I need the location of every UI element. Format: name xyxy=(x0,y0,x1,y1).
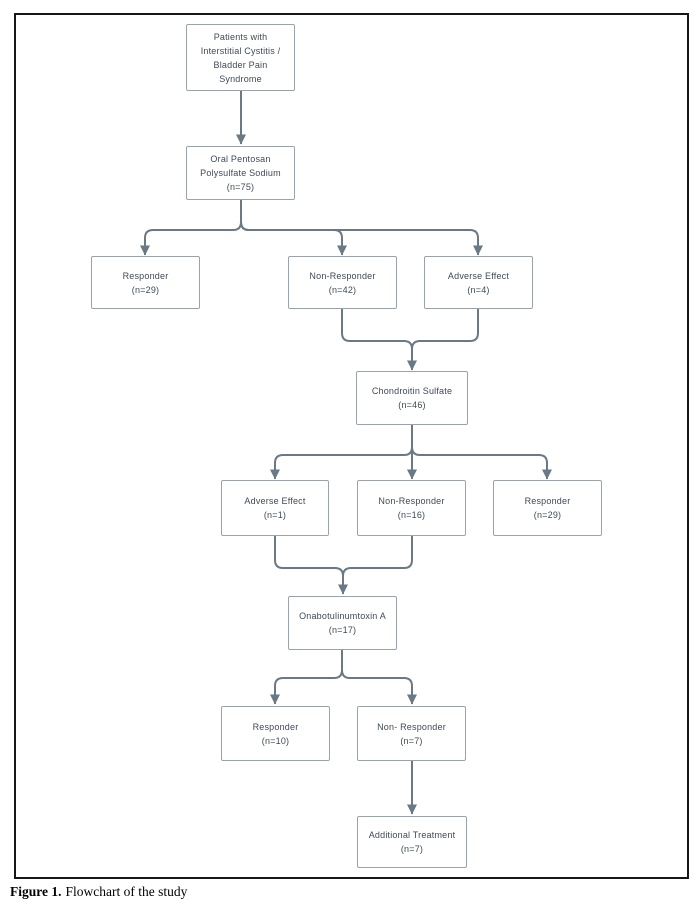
node-count: (n=42) xyxy=(328,284,357,295)
connector-nonresponder-to-merge1 xyxy=(341,309,413,350)
figure-caption: Figure 1.Flowchart of the study xyxy=(10,884,187,900)
node-label: Non-Responder xyxy=(378,496,445,506)
flow-node-nonresponder-cs: Non-Responder (n=16) xyxy=(357,480,466,536)
node-label: Chondroitin Sulfate xyxy=(371,386,453,396)
node-label: Responder xyxy=(122,270,169,281)
flow-node-additional-treatment: Additional Treatment (n=7) xyxy=(357,816,467,868)
node-label: Responder xyxy=(524,496,571,506)
node-label: Oral Pentosan Polysulfate Sodium xyxy=(200,154,281,178)
connector-onabotulinumtoxin-to-nonresponder xyxy=(341,650,417,705)
node-count: (n=29) xyxy=(131,284,160,295)
node-count: (n=7) xyxy=(400,844,424,854)
connector-adverse-to-merge1 xyxy=(411,309,479,350)
connector-onabotulinumtoxin-to-responder xyxy=(270,650,343,705)
node-count: (n=29) xyxy=(533,510,562,520)
figure-frame xyxy=(14,13,689,879)
node-count: (n=17) xyxy=(328,625,357,635)
connector-chondroitin-to-responder xyxy=(411,425,552,480)
connector-pentosan-to-nonresponder xyxy=(240,200,347,256)
connector-chondroitin-to-adverse xyxy=(270,425,413,480)
node-count: (n=46) xyxy=(398,400,426,410)
connector-pentosan-to-responder xyxy=(140,200,242,256)
flow-node-responder-btx: Responder (n=10) xyxy=(221,706,330,761)
flow-node-pentosan: Oral Pentosan Polysulfate Sodium (n=75) xyxy=(186,146,295,200)
figure-caption-label: Figure 1. xyxy=(10,884,62,899)
node-label: Adverse Effect xyxy=(244,496,306,506)
flow-node-adverse-pps: Adverse Effect (n=4) xyxy=(424,256,533,309)
flow-node-patients: Patients with Interstitial Cystitis / Bl… xyxy=(186,24,295,91)
flow-node-responder-pps: Responder (n=29) xyxy=(91,256,200,309)
node-label: Onabotulinumtoxin A xyxy=(299,611,386,621)
node-label: Adverse Effect xyxy=(447,270,510,281)
flow-node-adverse-cs: Adverse Effect (n=1) xyxy=(221,480,329,536)
flow-node-nonresponder-btx: Non- Responder (n=7) xyxy=(357,706,466,761)
flow-node-chondroitin: Chondroitin Sulfate (n=46) xyxy=(356,371,468,425)
node-label: Responder xyxy=(252,721,299,732)
connector-nonresponder-to-merge2 xyxy=(342,536,413,577)
node-count: (n=4) xyxy=(467,284,490,295)
flow-node-responder-cs: Responder (n=29) xyxy=(493,480,602,536)
node-count: (n=1) xyxy=(263,510,287,520)
flow-node-onabotulinumtoxin: Onabotulinumtoxin A (n=17) xyxy=(288,596,397,650)
figure-caption-text: Flowchart of the study xyxy=(65,884,188,899)
node-count: (n=10) xyxy=(261,735,290,746)
node-label: Non- Responder xyxy=(377,721,446,732)
connector-pentosan-to-adverse xyxy=(240,200,483,256)
flow-node-nonresponder-pps: Non-Responder (n=42) xyxy=(288,256,397,309)
connector-adverse-to-merge2 xyxy=(274,536,344,577)
node-count: (n=16) xyxy=(397,510,426,520)
node-label: Non-Responder xyxy=(309,270,376,281)
node-count: (n=7) xyxy=(400,735,423,746)
node-count: (n=75) xyxy=(226,182,255,192)
node-label: Patients with Interstitial Cystitis / Bl… xyxy=(200,31,281,84)
node-label: Additional Treatment xyxy=(368,830,456,840)
